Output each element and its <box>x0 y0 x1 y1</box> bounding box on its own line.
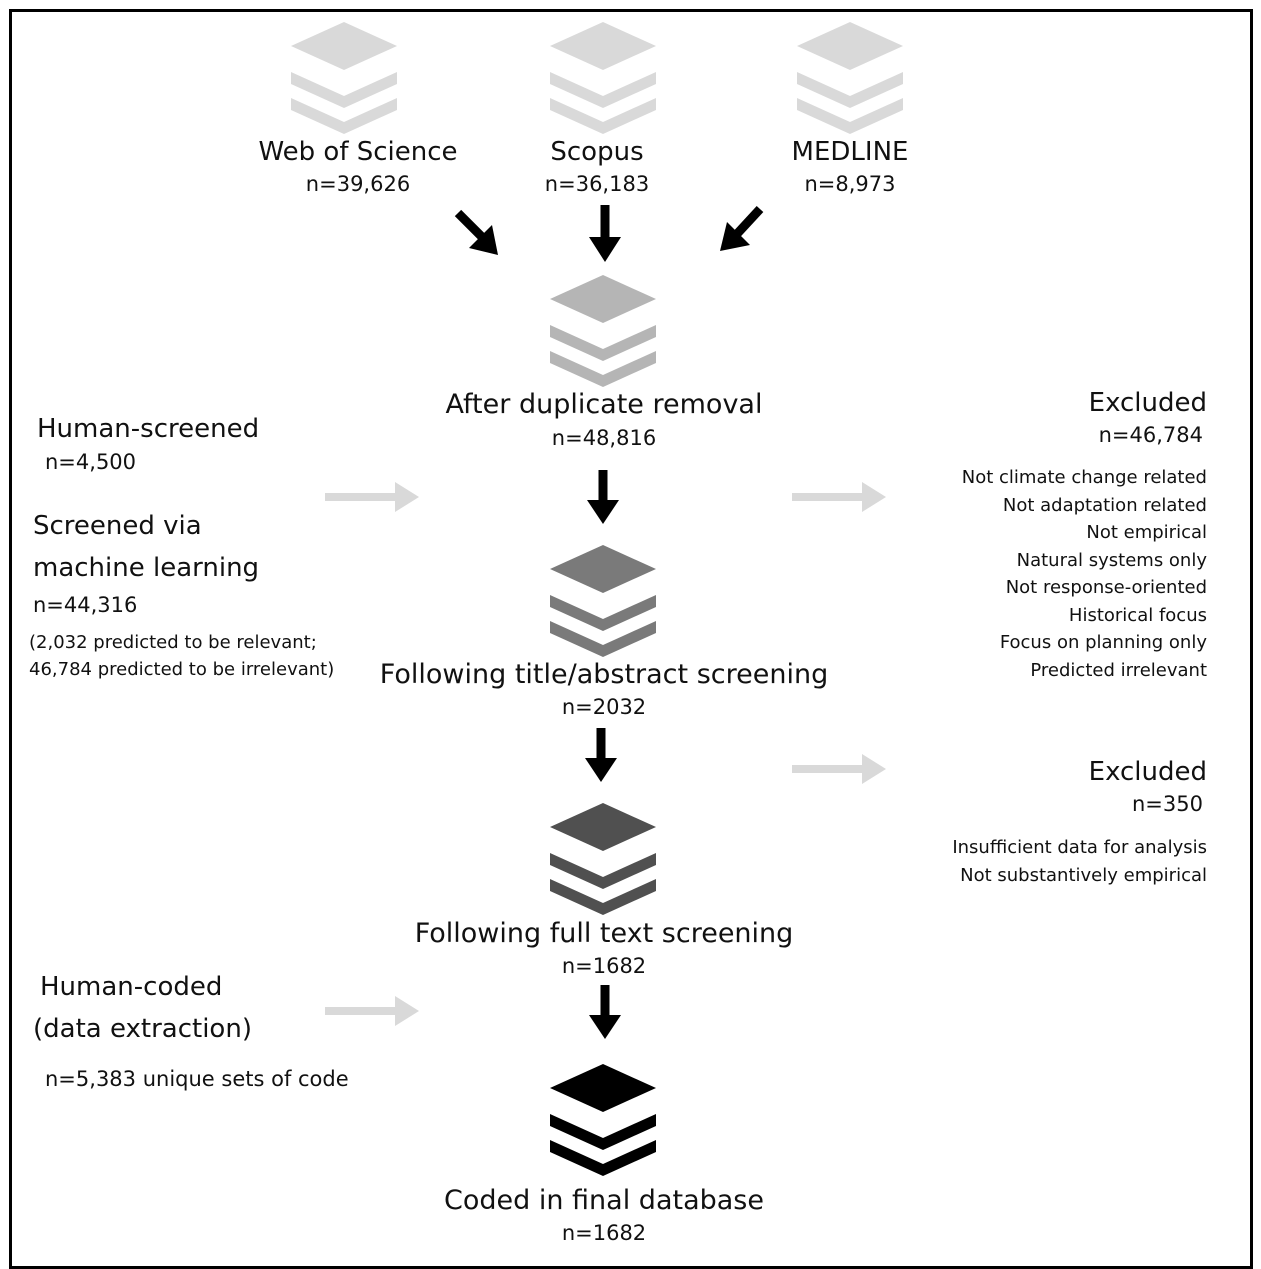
excluded-2-reason: Not substantively empirical <box>960 864 1207 886</box>
excluded-1-reason: Not adaptation related <box>1002 494 1207 516</box>
ml-screened-label-line2: machine learning <box>33 553 260 583</box>
ml-prediction-note-line1: (2,032 predicted to be relevant; <box>29 632 317 653</box>
flow-arrow-1 <box>587 470 619 524</box>
human-screened-label: Human-screened <box>37 414 260 444</box>
stage-count-full-text: n=1682 <box>561 954 647 978</box>
stage-stack-icon-title-abstract <box>550 545 656 657</box>
stage-stack-icon-final-database <box>550 1064 656 1176</box>
flow-arrow-2 <box>585 728 617 782</box>
human-screened-count: n=4,500 <box>45 450 137 474</box>
source-stack-icon-web-of-science <box>291 22 397 134</box>
human-coded-label-line2: (data extraction) <box>33 1014 252 1044</box>
stage-label-title-abstract: Following title/abstract screening <box>379 659 829 690</box>
excluded-2-reasons: Insufficient data for analysis Not subst… <box>952 834 1207 889</box>
excluded-1-reason: Focus on planning only <box>999 632 1207 653</box>
stage-stack-icon-duplicate-removal <box>550 275 656 387</box>
exclusion-arrow-2 <box>792 754 886 784</box>
excluded-2-title: Excluded <box>1088 757 1207 787</box>
excluded-2-reason: Insufficient data for analysis <box>952 837 1207 858</box>
screening-input-arrow <box>325 482 419 512</box>
source-stack-icon-medline <box>797 22 903 134</box>
excluded-1-count: n=46,784 <box>1098 423 1203 447</box>
source-name-web-of-science: Web of Science <box>258 137 458 167</box>
human-coded-count: n=5,383 unique sets of code <box>45 1067 349 1091</box>
excluded-1-reason: Not climate change related <box>961 467 1207 488</box>
stage-count-duplicate-removal: n=48,816 <box>551 426 657 450</box>
excluded-2-count: n=350 <box>1132 792 1203 816</box>
excluded-1-reason: Not empirical <box>1086 522 1207 543</box>
stage-label-duplicate-removal: After duplicate removal <box>445 389 763 420</box>
source-count-medline: n=8,973 <box>804 172 896 196</box>
excluded-1-reason: Predicted irrelevant <box>1030 659 1207 681</box>
merge-arrow-center <box>589 205 621 262</box>
ml-screened-label-line1: Screened via <box>33 511 202 541</box>
flow-arrow-3 <box>589 985 621 1039</box>
merge-arrow-left <box>454 209 498 255</box>
stage-count-final-database: n=1682 <box>561 1221 647 1245</box>
source-name-scopus: Scopus <box>550 137 644 167</box>
source-stack-icon-scopus <box>550 22 656 134</box>
ml-prediction-note-line2: 46,784 predicted to be irrelevant) <box>29 659 335 680</box>
excluded-1-reason: Natural systems only <box>1016 549 1207 571</box>
coding-input-arrow <box>325 996 419 1026</box>
exclusion-arrow-1 <box>792 482 886 512</box>
stage-count-title-abstract: n=2032 <box>561 695 647 719</box>
excluded-1-reason: Not response-oriented <box>1005 577 1207 598</box>
stage-label-full-text: Following full text screening <box>414 918 794 949</box>
stage-label-final-database: Coded in final database <box>444 1185 764 1216</box>
merge-arrow-right <box>720 205 764 251</box>
human-coded-label-line1: Human-coded <box>40 972 223 1002</box>
source-name-medline: MEDLINE <box>791 137 909 167</box>
source-count-scopus: n=36,183 <box>544 172 650 196</box>
ml-screened-count: n=44,316 <box>33 593 138 617</box>
stage-stack-icon-full-text <box>550 803 656 915</box>
source-count-web-of-science: n=39,626 <box>305 172 411 196</box>
excluded-1-reasons: Not climate change related Not adaptatio… <box>962 464 1207 684</box>
excluded-1-title: Excluded <box>1088 388 1207 418</box>
excluded-1-reason: Historical focus <box>1068 604 1207 626</box>
